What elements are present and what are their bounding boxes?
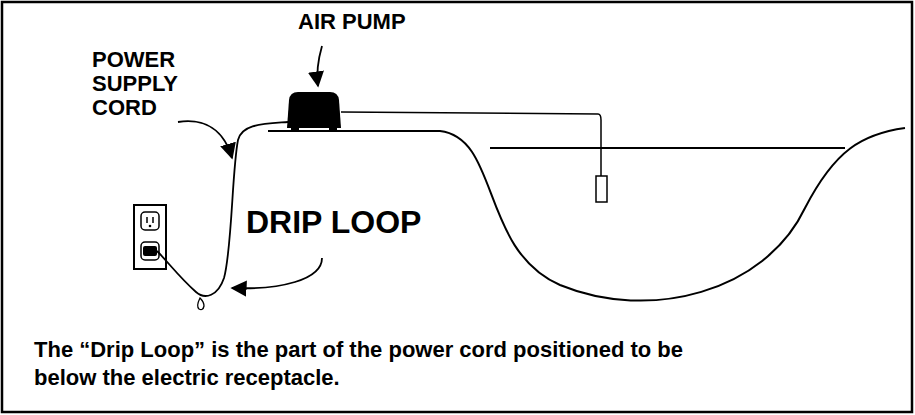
- plug: [143, 246, 157, 256]
- pump-foot: [329, 127, 337, 132]
- leader-arrow: [178, 121, 232, 158]
- part-label: POWER SUPPLY CORD: [92, 48, 178, 119]
- air-line: [341, 112, 601, 176]
- leader-arrow: [232, 258, 322, 288]
- air-stone: [596, 176, 607, 202]
- leader-arrow: [317, 46, 322, 86]
- receptacle-socket: [141, 242, 159, 260]
- part-label: AIR PUMP: [298, 10, 406, 34]
- electric-receptacle: [134, 205, 166, 269]
- caption: The “Drip Loop” is the part of the power…: [34, 336, 694, 391]
- water-surface: [490, 147, 845, 149]
- receptacle-socket: [141, 212, 159, 230]
- water-drip: [198, 298, 204, 310]
- callout-label: DRIP LOOP: [246, 205, 421, 240]
- pump-foot: [291, 127, 299, 132]
- air-pump: [287, 92, 341, 128]
